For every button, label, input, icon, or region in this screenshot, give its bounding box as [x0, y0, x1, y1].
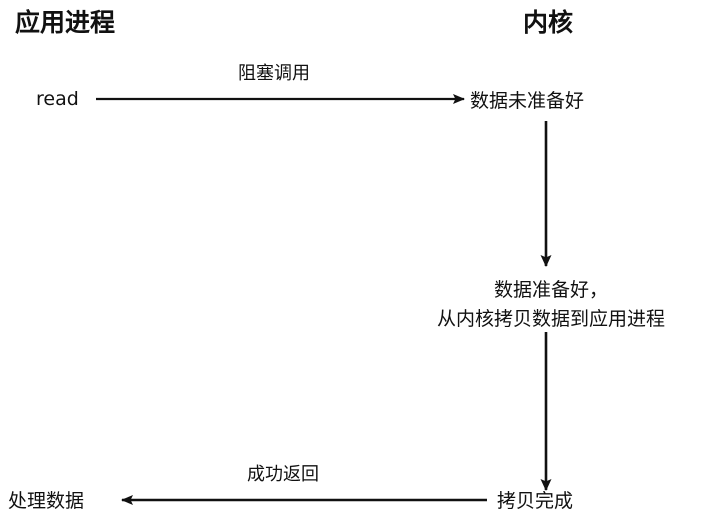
edge-label-blocking-call: 阻塞调用: [238, 63, 310, 84]
node-read-call: read: [36, 88, 79, 110]
node-data-ready-line-1: 数据准备好，: [493, 279, 609, 301]
node-data-not-ready: 数据未准备好: [470, 90, 585, 112]
edge-label-success-return: 成功返回: [247, 464, 319, 485]
node-data-ready-copy: 数据准备好， 从内核拷贝数据到应用进程: [437, 276, 665, 335]
node-data-ready-line-2: 从内核拷贝数据到应用进程: [436, 308, 666, 331]
column-title-kernel: 内核: [522, 8, 574, 37]
node-process-data: 处理数据: [8, 490, 85, 512]
column-title-application-process: 应用进程: [15, 8, 116, 37]
node-copy-done: 拷贝完成: [497, 490, 574, 512]
